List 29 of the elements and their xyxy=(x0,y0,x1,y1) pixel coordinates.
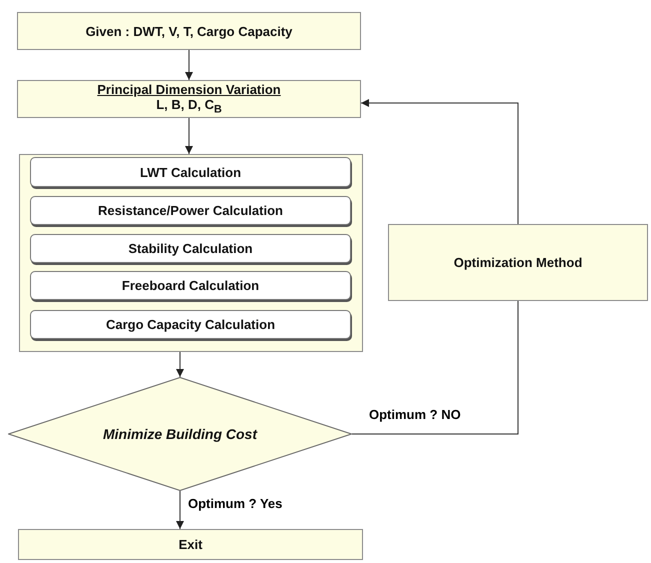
arrow xyxy=(176,490,184,530)
box-label: L, B, D, C$_{B}$ xyxy=(156,97,222,116)
arrow xyxy=(360,99,518,224)
box-label: Freeboard Calculation xyxy=(122,278,260,293)
connector-line xyxy=(352,300,518,434)
process-box xyxy=(388,224,648,301)
arrow xyxy=(185,50,193,80)
box-heading: Principal Dimension Variation xyxy=(97,82,281,98)
box-label: Minimize Building Cost xyxy=(103,426,257,442)
arrow xyxy=(185,118,193,154)
box-label: LWT Calculation xyxy=(140,164,242,180)
box-label: Optimization Method xyxy=(454,255,582,270)
step-box xyxy=(30,157,351,187)
process-box xyxy=(17,80,361,118)
box-label: Given : DWT, V, T, Cargo Capacity xyxy=(86,24,292,38)
step-box xyxy=(30,271,351,300)
process-box xyxy=(18,529,363,560)
box-label: Cargo Capacity Calculation xyxy=(106,317,276,332)
box-label: Resistance/Power Calculation xyxy=(98,203,283,218)
edge-label: Optimum ? Yes xyxy=(186,496,284,511)
arrow xyxy=(176,352,184,378)
process-box xyxy=(17,12,361,50)
step-box xyxy=(30,310,351,339)
box-label: Exit xyxy=(178,537,202,552)
edge-label: Optimum ? NO xyxy=(367,407,463,422)
step-box xyxy=(30,196,351,225)
container-box xyxy=(19,154,363,352)
box-label: Stability Calculation xyxy=(128,241,253,256)
step-box xyxy=(30,234,351,263)
